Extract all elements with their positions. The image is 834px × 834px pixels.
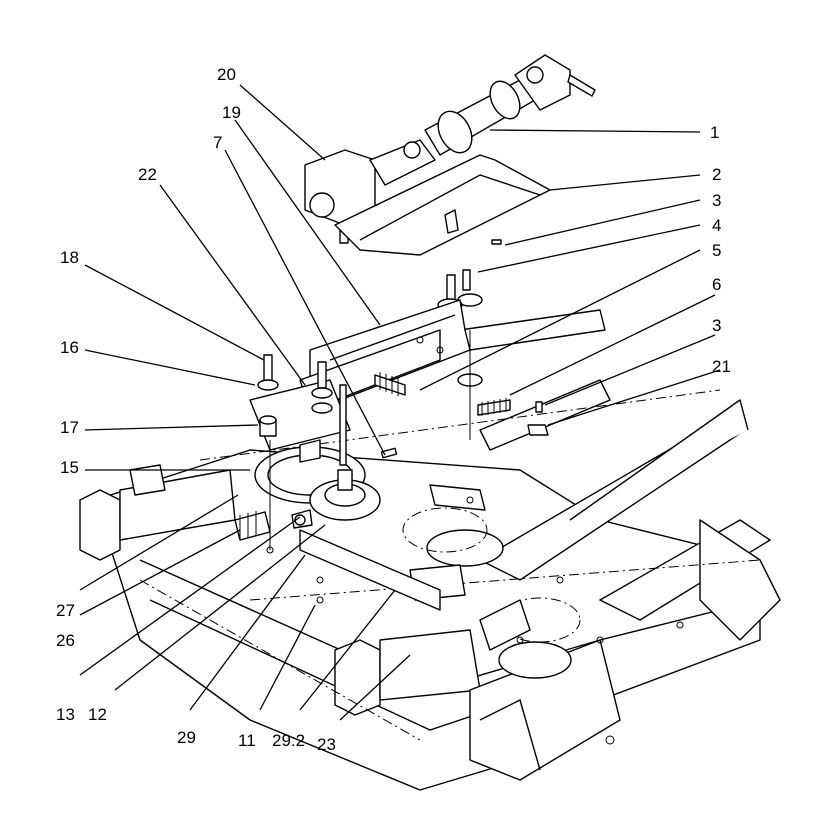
callout-16: 16 [60,338,79,357]
callout-labels: 1 2 3 4 5 6 3 21 20 19 7 22 18 16 17 15 … [56,65,731,754]
idler-pulley [254,439,381,521]
callout-18: 18 [60,248,79,267]
clamp-part [527,401,549,436]
callout-26: 26 [56,631,75,650]
driveshaft-assembly [304,54,596,244]
callout-7: 7 [213,133,222,152]
spring-parts [374,372,511,416]
callout-15: 15 [60,458,79,477]
bolt-parts [437,239,502,312]
callout-2: 2 [712,165,721,184]
callout-13: 13 [56,705,75,724]
callout-22: 22 [138,165,157,184]
callout-3-lower: 3 [712,316,721,335]
callout-12: 12 [88,705,107,724]
callout-29-2: 29:2 [272,731,305,750]
callout-21: 21 [712,357,731,376]
linkage-parts [234,509,313,541]
callout-4: 4 [712,216,721,235]
callout-17: 17 [60,418,79,437]
callout-23: 23 [317,735,336,754]
callout-11: 11 [238,731,256,750]
callout-20: 20 [217,65,236,84]
callout-27: 27 [56,601,75,620]
callout-3: 3 [712,191,721,210]
callout-29: 29 [177,728,196,747]
callout-6: 6 [712,275,721,294]
callout-5: 5 [712,241,721,260]
callout-1: 1 [710,123,719,142]
mounting-hardware [257,330,471,550]
leader-lines [79,84,721,721]
callout-19: 19 [222,103,241,122]
mower-deck-frame [79,309,781,791]
mount-bracket [249,299,471,451]
